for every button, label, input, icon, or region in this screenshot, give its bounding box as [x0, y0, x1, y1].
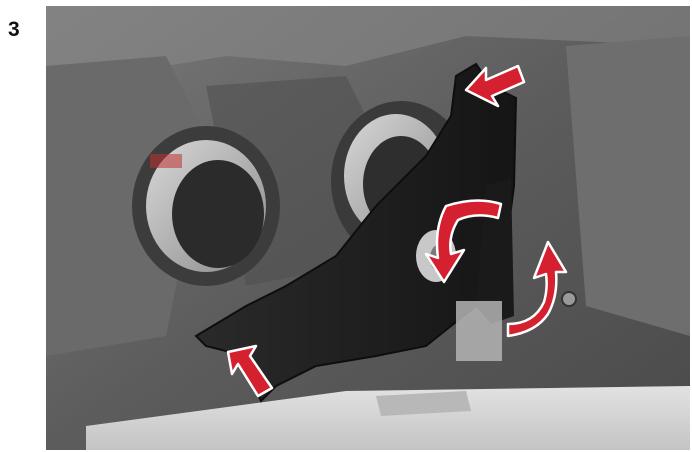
step-number: 3 [8, 19, 20, 40]
screw [562, 292, 576, 306]
service-illustration [46, 6, 690, 450]
left-socket [132, 126, 280, 286]
